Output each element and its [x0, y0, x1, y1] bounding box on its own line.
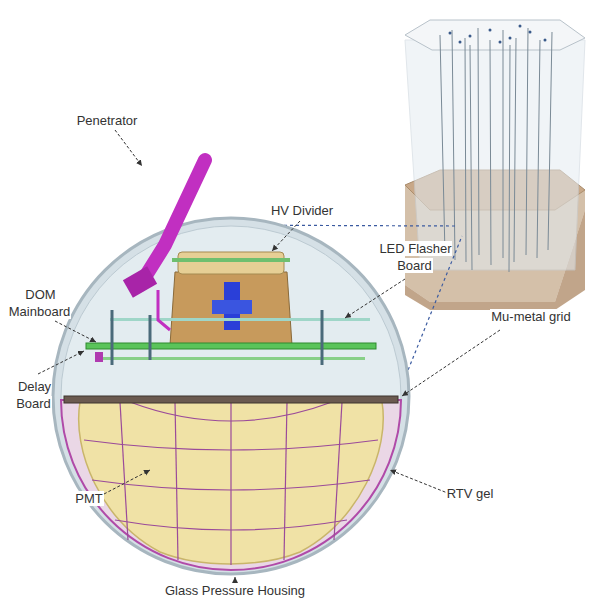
part-label: LED Flasher Board [372, 240, 458, 274]
part-label: Mu-metal grid [488, 308, 574, 325]
part-label: DOM Mainboard [2, 286, 78, 320]
part-label-text: Glass Pressure Housing [164, 583, 306, 598]
part-label: RTV gel [440, 485, 500, 502]
glass-pressure-housing [53, 218, 409, 574]
mu-metal-grid [84, 402, 378, 565]
part-label-text: DOM Mainboard [9, 287, 71, 319]
part-label-text: PMT [74, 491, 103, 506]
leader-line [38, 130, 500, 580]
part-label-text: HV Divider [270, 203, 334, 218]
part-label-text: Mu-metal grid [490, 309, 571, 324]
part-label-text: Penetrator [76, 113, 139, 128]
dom-mainboard [86, 343, 376, 349]
pmt [79, 402, 384, 564]
part-label-text: LED Flasher Board [378, 241, 451, 273]
part-label: HV Divider [254, 202, 350, 219]
part-label: Penetrator [62, 112, 152, 129]
part-label: PMT [66, 490, 112, 507]
penetrator [140, 160, 205, 285]
rtv-gel [61, 400, 401, 570]
part-label-text: Delay Board [16, 379, 52, 411]
part-label-text: RTV gel [446, 486, 495, 501]
part-label: Delay Board [2, 378, 66, 412]
part-label: Glass Pressure Housing [120, 582, 350, 599]
